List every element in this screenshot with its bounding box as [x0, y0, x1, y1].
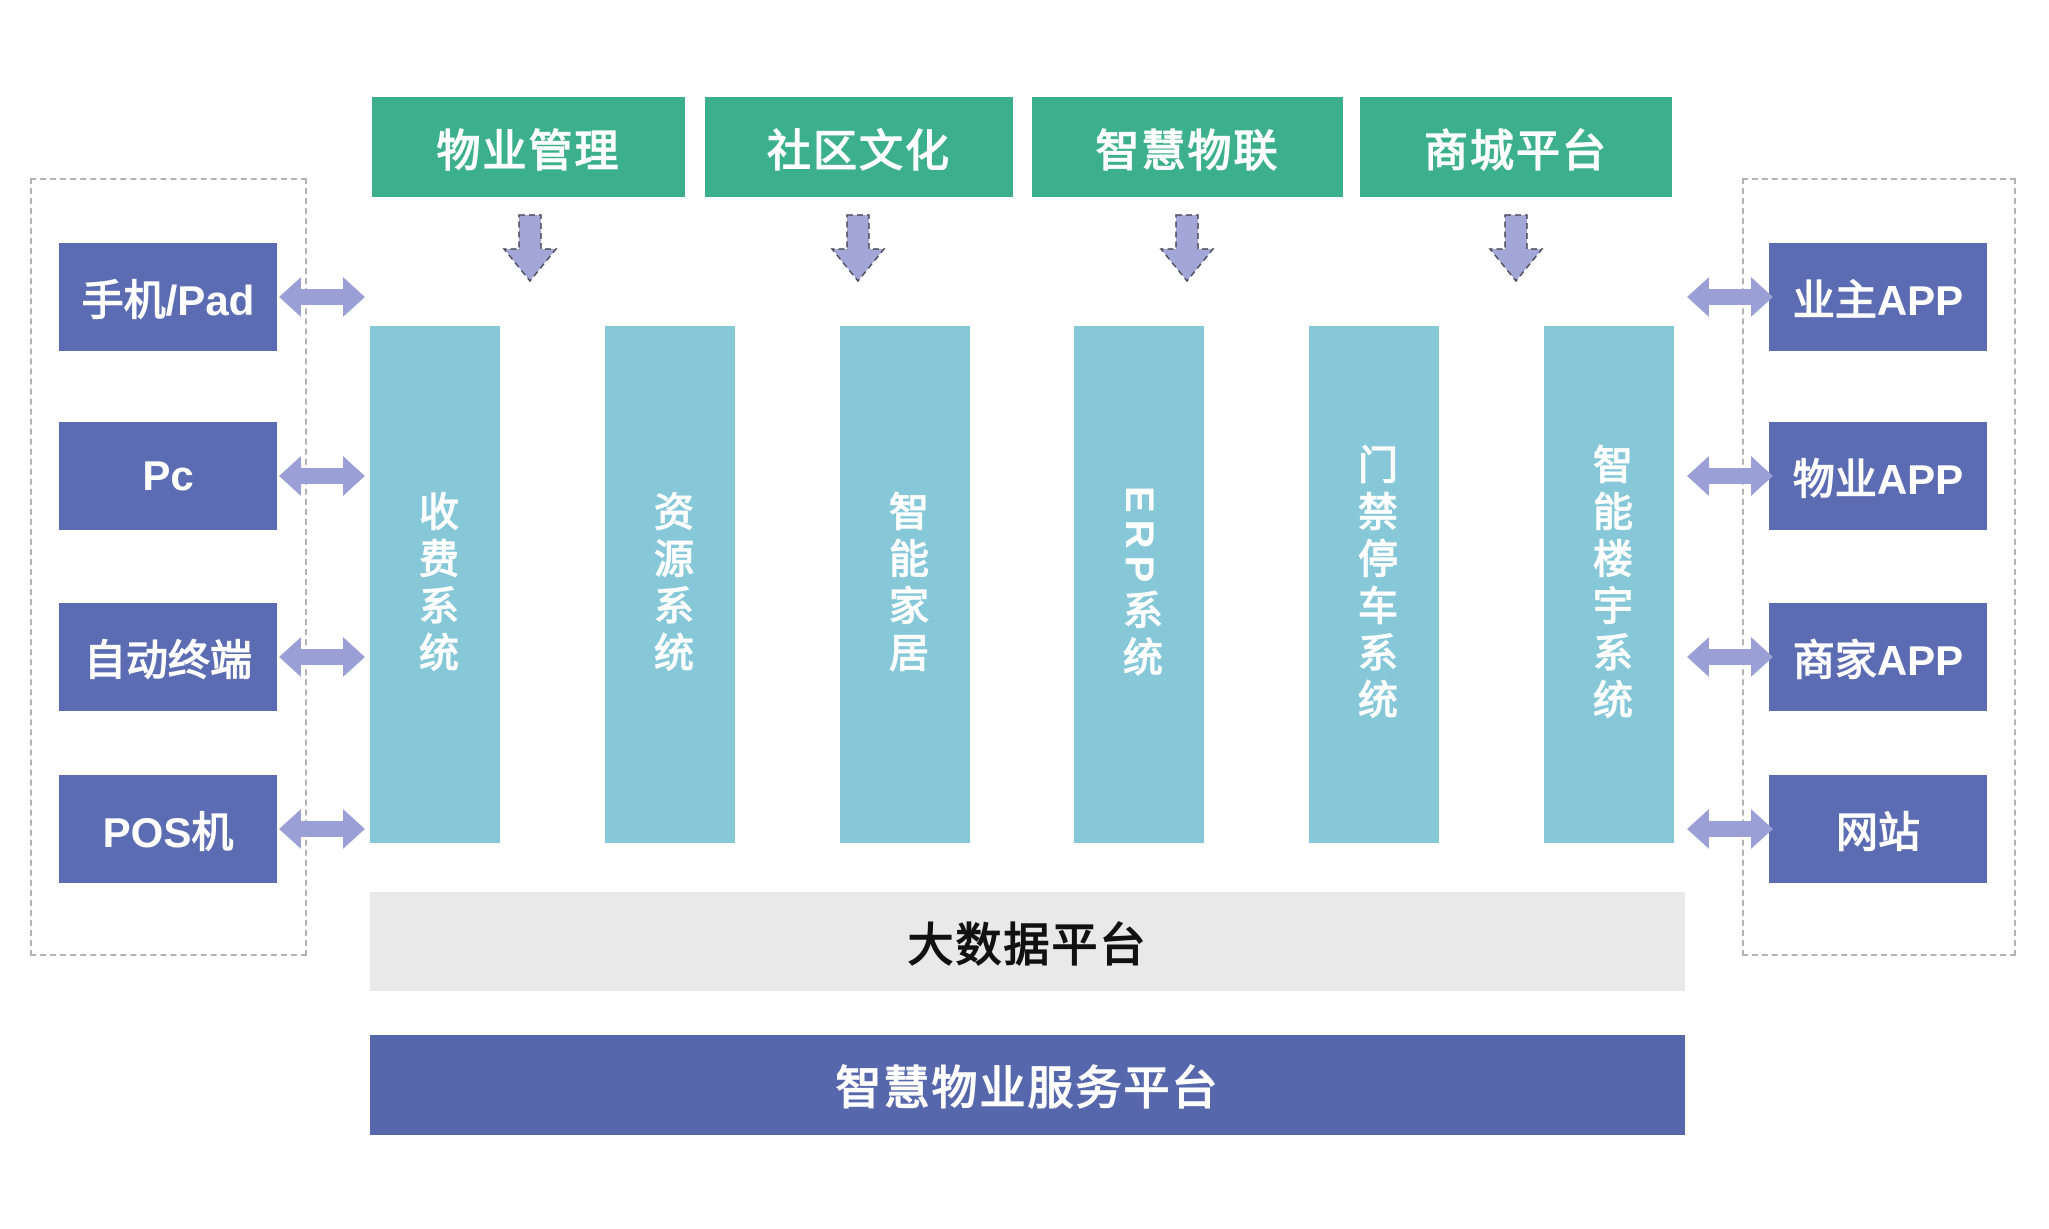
device-label: POS机: [102, 808, 234, 856]
app-box: 业主APP: [1769, 243, 1987, 351]
left-right-arrow-icon: [1687, 809, 1773, 849]
left-right-arrow-icon: [279, 456, 365, 496]
top-module-label: 物业管理: [436, 127, 621, 176]
left-right-arrow-icon: [279, 637, 365, 677]
system-label: 智能楼宇系统: [1587, 443, 1631, 726]
app-label: 物业APP: [1792, 455, 1964, 503]
down-arrow-icon: [1488, 214, 1544, 283]
left-right-arrow-icon: [1687, 456, 1773, 496]
system-label: ERP系统: [1117, 485, 1161, 684]
top-module-label: 商城平台: [1424, 127, 1608, 176]
big-data-platform-bar: 大数据平台: [370, 892, 1685, 991]
app-box: 物业APP: [1769, 422, 1987, 530]
app-box: 网站: [1769, 775, 1987, 883]
devices-dashed-panel: [30, 178, 307, 956]
down-arrow-icon: [1159, 214, 1215, 283]
top-module-box: 智慧物联: [1032, 97, 1343, 197]
apps-dashed-panel: [1742, 178, 2016, 956]
system-label: 门禁停车系统: [1352, 443, 1396, 726]
device-box: Pc: [59, 422, 277, 530]
big-data-platform-label: 大数据平台: [907, 918, 1148, 971]
down-arrow-icon: [830, 214, 886, 283]
system-column: ERP系统: [1074, 326, 1204, 843]
device-box: 手机/Pad: [59, 243, 277, 351]
app-label: 商家APP: [1792, 636, 1964, 684]
top-module-label: 智慧物联: [1095, 127, 1280, 176]
device-label: 自动终端: [83, 636, 252, 684]
down-arrow-icon: [502, 214, 558, 283]
system-column: 资源系统: [605, 326, 735, 843]
top-module-box: 社区文化: [705, 97, 1013, 197]
device-label: 手机/Pad: [81, 276, 255, 324]
system-column: 智能楼宇系统: [1544, 326, 1674, 843]
service-platform-label: 智慧物业服务平台: [835, 1062, 1220, 1114]
left-right-arrow-icon: [279, 277, 365, 317]
left-right-arrow-icon: [1687, 277, 1773, 317]
device-label: Pc: [142, 452, 194, 499]
system-column: 收费系统: [370, 326, 500, 843]
left-right-arrow-icon: [1687, 637, 1773, 677]
app-label: 网站: [1835, 808, 1920, 856]
app-box: 商家APP: [1769, 603, 1987, 711]
service-platform-bar: 智慧物业服务平台: [370, 1035, 1685, 1135]
system-column: 门禁停车系统: [1309, 326, 1439, 843]
system-label: 资源系统: [648, 490, 692, 679]
device-box: POS机: [59, 775, 277, 883]
top-module-box: 商城平台: [1360, 97, 1672, 197]
device-box: 自动终端: [59, 603, 277, 711]
system-label: 智能家居: [883, 490, 927, 679]
top-module-label: 社区文化: [767, 127, 951, 176]
system-label: 收费系统: [413, 490, 457, 679]
top-module-box: 物业管理: [372, 97, 685, 197]
app-label: 业主APP: [1792, 276, 1964, 324]
left-right-arrow-icon: [279, 809, 365, 849]
system-column: 智能家居: [840, 326, 970, 843]
